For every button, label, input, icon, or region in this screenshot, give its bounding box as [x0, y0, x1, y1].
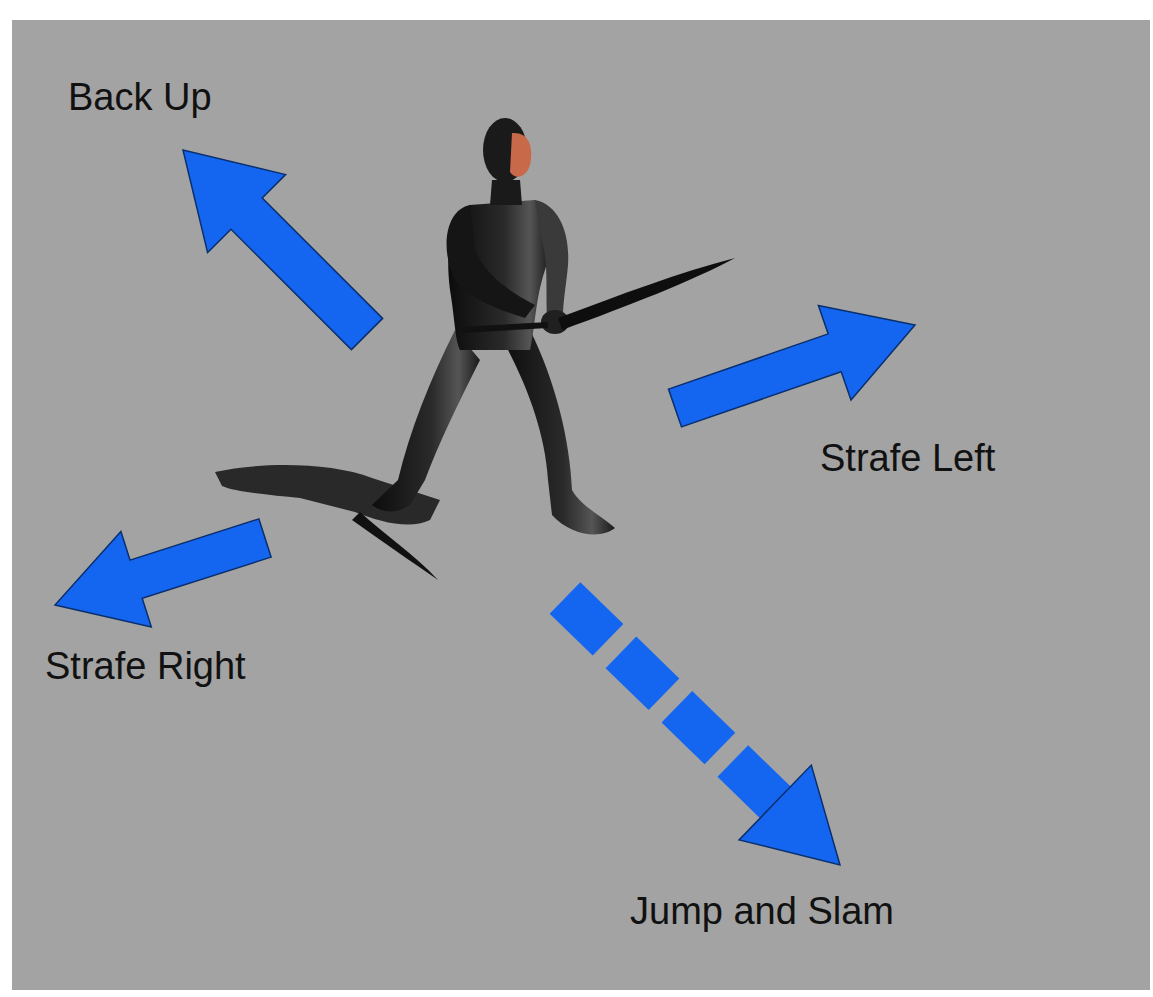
- back-up-label: Back Up: [68, 76, 212, 120]
- strafe-right-label: Strafe Right: [45, 645, 246, 689]
- strafe-left-label: Strafe Left: [820, 437, 995, 481]
- jump-slam-label: Jump and Slam: [630, 890, 894, 934]
- strafe-left-arrow: [669, 306, 916, 427]
- jump-slam-head: [739, 765, 840, 865]
- gray-ground: [12, 20, 1150, 990]
- jump-slam-dashes: [565, 598, 776, 803]
- strafe-right-arrow: [55, 519, 271, 627]
- sword-shadow: [352, 512, 438, 580]
- ninja-figure: [372, 118, 735, 534]
- back-up-arrow: [183, 150, 383, 350]
